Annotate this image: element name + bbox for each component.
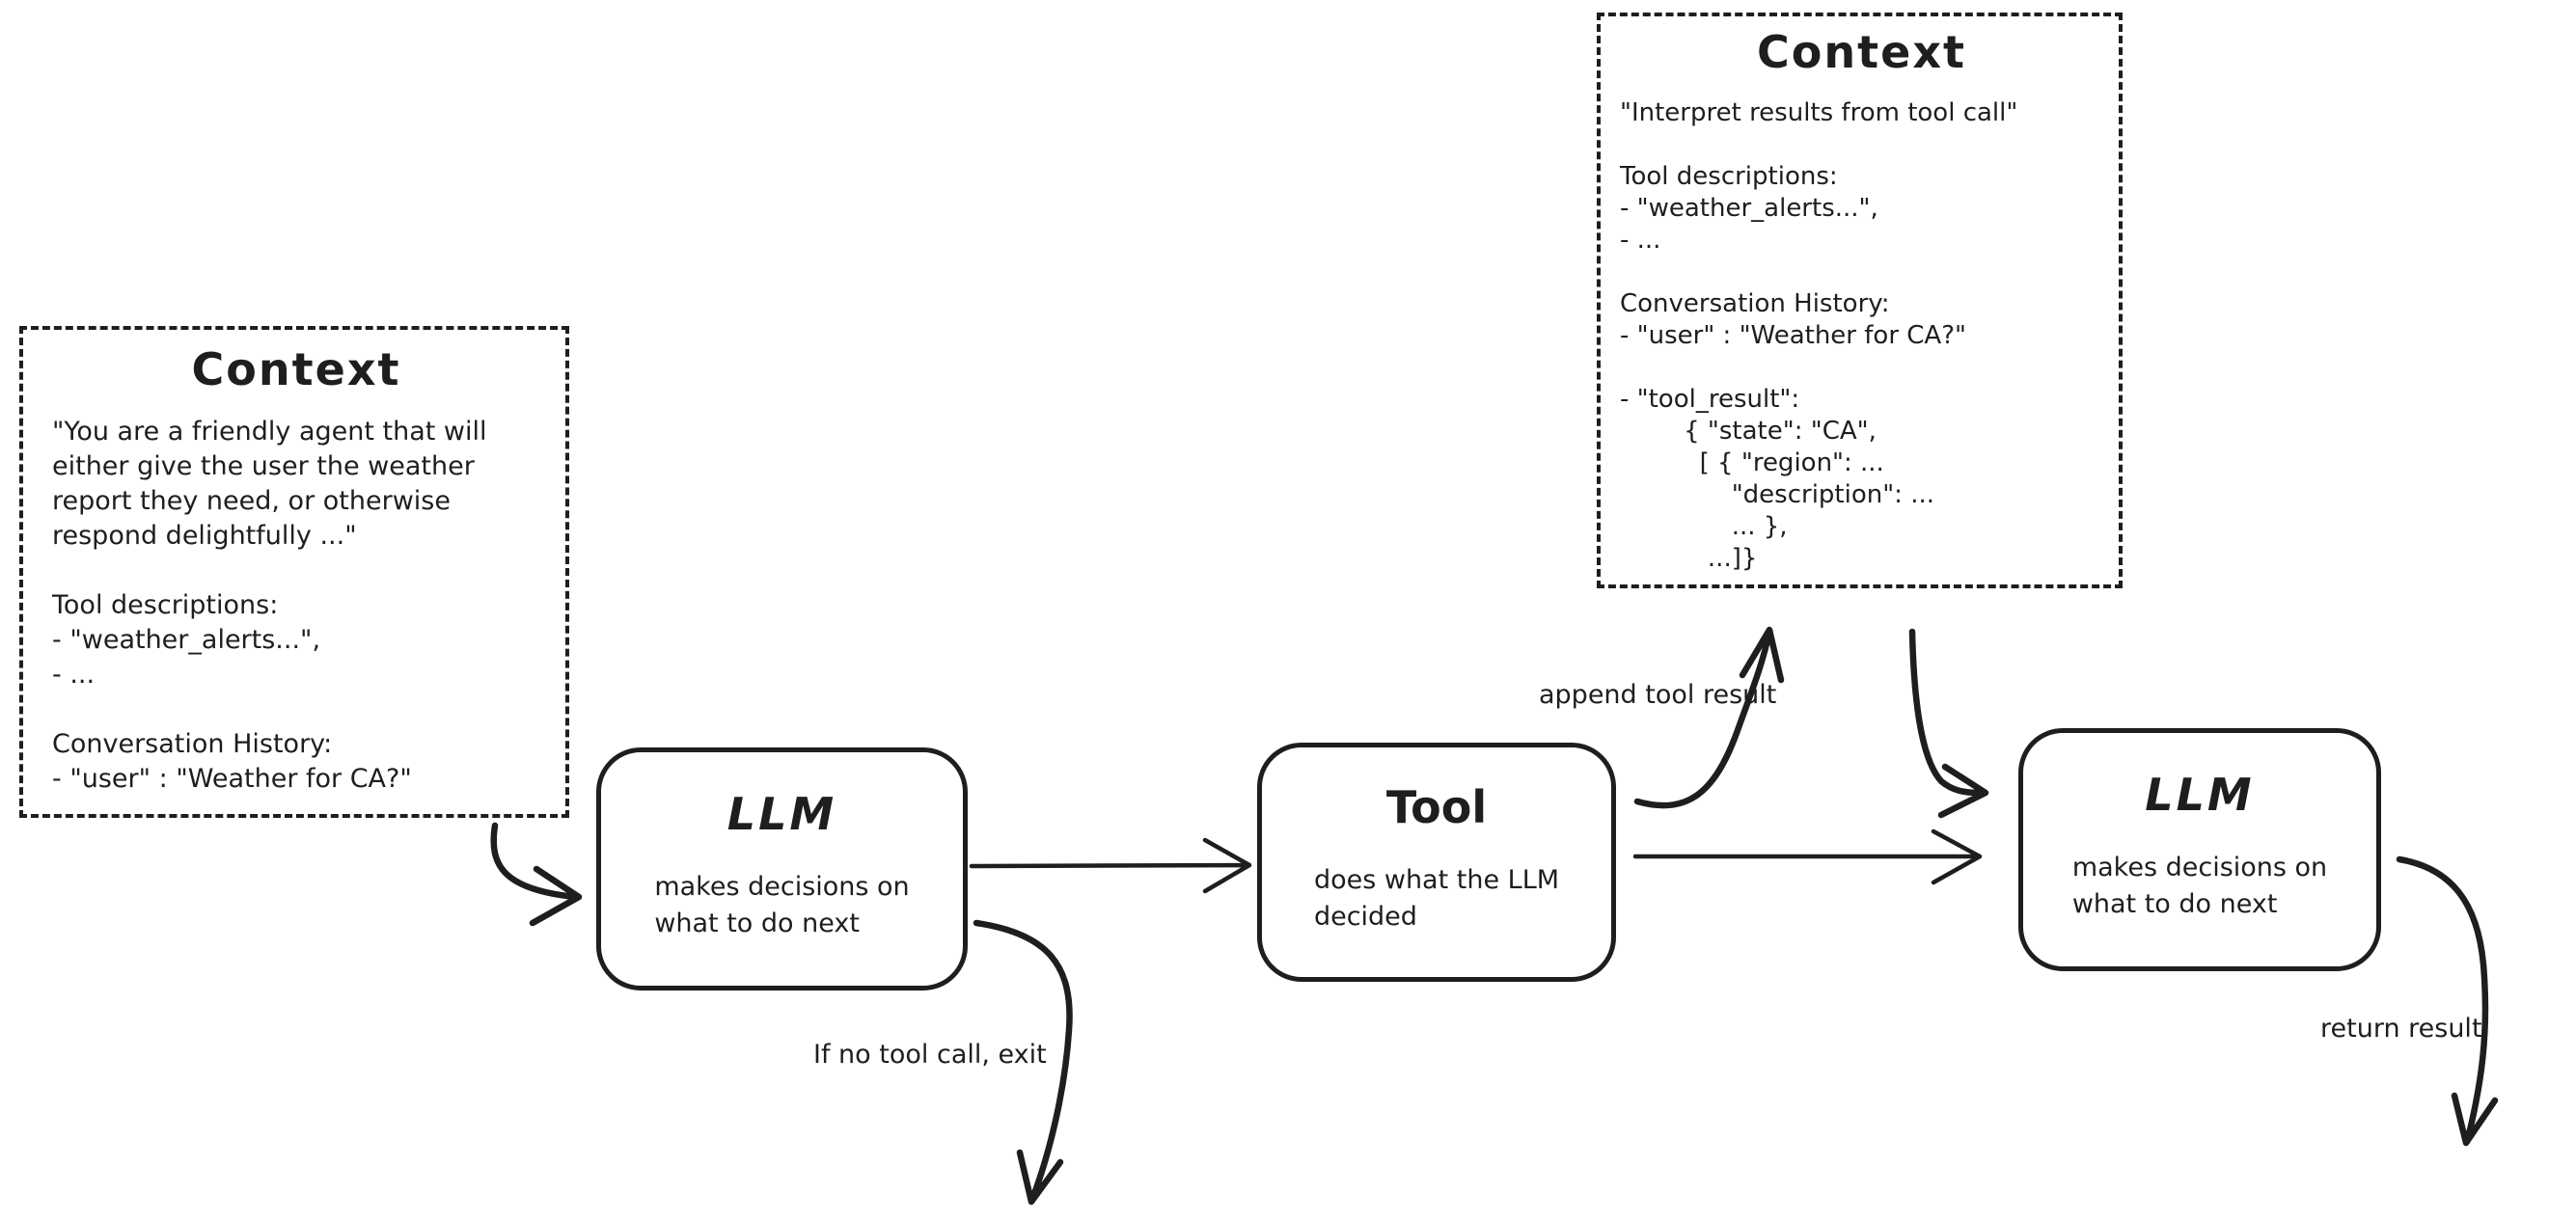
if-no-tool-call-exit-label: If no tool call, exit bbox=[813, 1040, 1047, 1070]
llm-node-first-title: LLM bbox=[726, 788, 837, 840]
llm-node-first-subtitle: makes decisions on what to do next bbox=[654, 872, 910, 938]
tool-node: Tool does what the LLM decided bbox=[1257, 743, 1616, 982]
context-box-initial-body: "You are a friendly agent that will eith… bbox=[52, 417, 487, 794]
arrow-tool-to-second-llm-icon bbox=[1632, 828, 1983, 885]
context-box-initial-title: Context bbox=[191, 343, 401, 395]
arrow-return-result-icon bbox=[2396, 855, 2499, 1147]
return-result-label: return result bbox=[2320, 1014, 2482, 1044]
tool-node-subtitle: does what the LLM decided bbox=[1313, 865, 1560, 932]
context-box-after-tool-title: Context bbox=[1757, 26, 1966, 78]
tool-node-title: Tool bbox=[1385, 781, 1488, 833]
llm-node-second-title: LLM bbox=[2145, 769, 2255, 821]
append-tool-result-label: append tool result bbox=[1539, 680, 1777, 710]
llm-node-second: LLM makes decisions on what to do next bbox=[2018, 728, 2381, 971]
arrow-context-to-second-llm-icon bbox=[1908, 628, 1989, 819]
context-box-after-tool-body: "Interpret results from tool call" Tool … bbox=[1620, 98, 2018, 573]
llm-node-second-subtitle: makes decisions on what to do next bbox=[2071, 853, 2328, 919]
arrow-first-llm-to-tool-icon bbox=[969, 837, 1252, 894]
arrow-context-to-first-llm-icon bbox=[490, 822, 583, 927]
context-box-after-tool: Context "Interpret results from tool cal… bbox=[1597, 13, 2123, 588]
llm-node-first: LLM makes decisions on what to do next bbox=[596, 747, 968, 990]
context-box-initial: Context "You are a friendly agent that w… bbox=[19, 326, 569, 818]
arrow-tool-to-context-icon bbox=[1633, 626, 1785, 809]
